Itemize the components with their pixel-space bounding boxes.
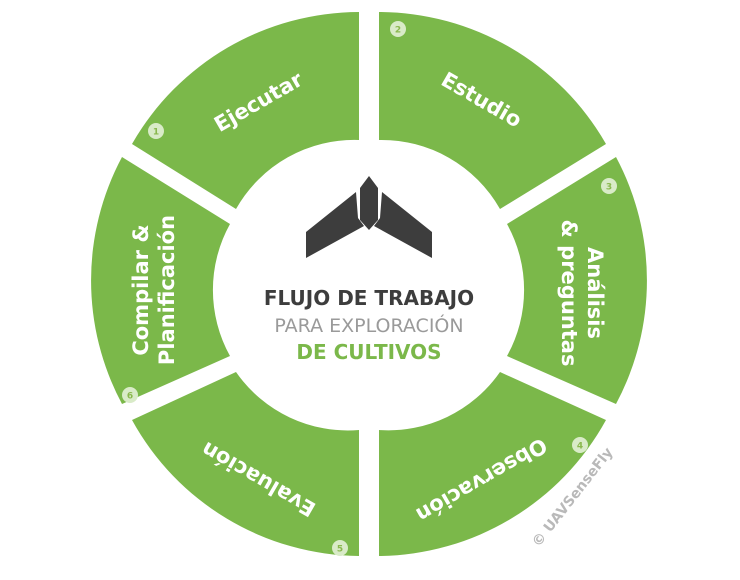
- segment-1-number-badge: [148, 123, 164, 139]
- segment-ejecutar: 1 Ejecutar: [132, 12, 359, 209]
- center-title-line3: DE CULTIVOS: [296, 340, 441, 364]
- segment-5-number: 5: [337, 545, 343, 555]
- segment-compilar-shape: [91, 157, 230, 404]
- segment-evaluacion: 5 Evaluación: [132, 372, 359, 556]
- segment-3-number-badge: [601, 178, 617, 194]
- segment-5-number-badge: [332, 540, 348, 556]
- segment-observacion-shape: [379, 372, 606, 556]
- drone-wing-logo-icon: [306, 176, 432, 258]
- segment-6-number: 6: [127, 392, 133, 402]
- segment-compilar-label-line1: Compilar &: [129, 224, 153, 355]
- segment-4-number-badge: [572, 437, 588, 453]
- segment-2-number: 2: [395, 26, 401, 36]
- segment-analisis-label-line1: Análisis: [583, 247, 607, 339]
- center-hub: FLUJO DE TRABAJO PARA EXPLORACIÓN DE CUL…: [235, 151, 503, 419]
- segment-3-number: 3: [606, 183, 612, 193]
- segment-estudio: 2 Estudio: [379, 12, 606, 209]
- segment-2-number-badge: [390, 21, 406, 37]
- segment-analisis: 3 Análisis & preguntas: [507, 157, 647, 404]
- center-title-line2: PARA EXPLORACIÓN: [274, 313, 463, 337]
- segment-ejecutar-shape: [132, 12, 359, 209]
- segment-analisis-label-line2: & preguntas: [557, 220, 581, 367]
- center-circle: [235, 151, 503, 419]
- segment-evaluacion-shape: [132, 372, 359, 556]
- segment-analisis-shape: [507, 157, 647, 404]
- segment-compilar-label-line2: Planificación: [155, 215, 179, 365]
- segment-estudio-shape: [379, 12, 606, 209]
- center-title-line1: FLUJO DE TRABAJO: [264, 286, 474, 310]
- segment-4-number: 4: [577, 442, 583, 452]
- segment-1-number: 1: [153, 128, 159, 138]
- segment-6-number-badge: [122, 387, 138, 403]
- segment-compilar: 6 Compilar & Planificación: [91, 157, 230, 404]
